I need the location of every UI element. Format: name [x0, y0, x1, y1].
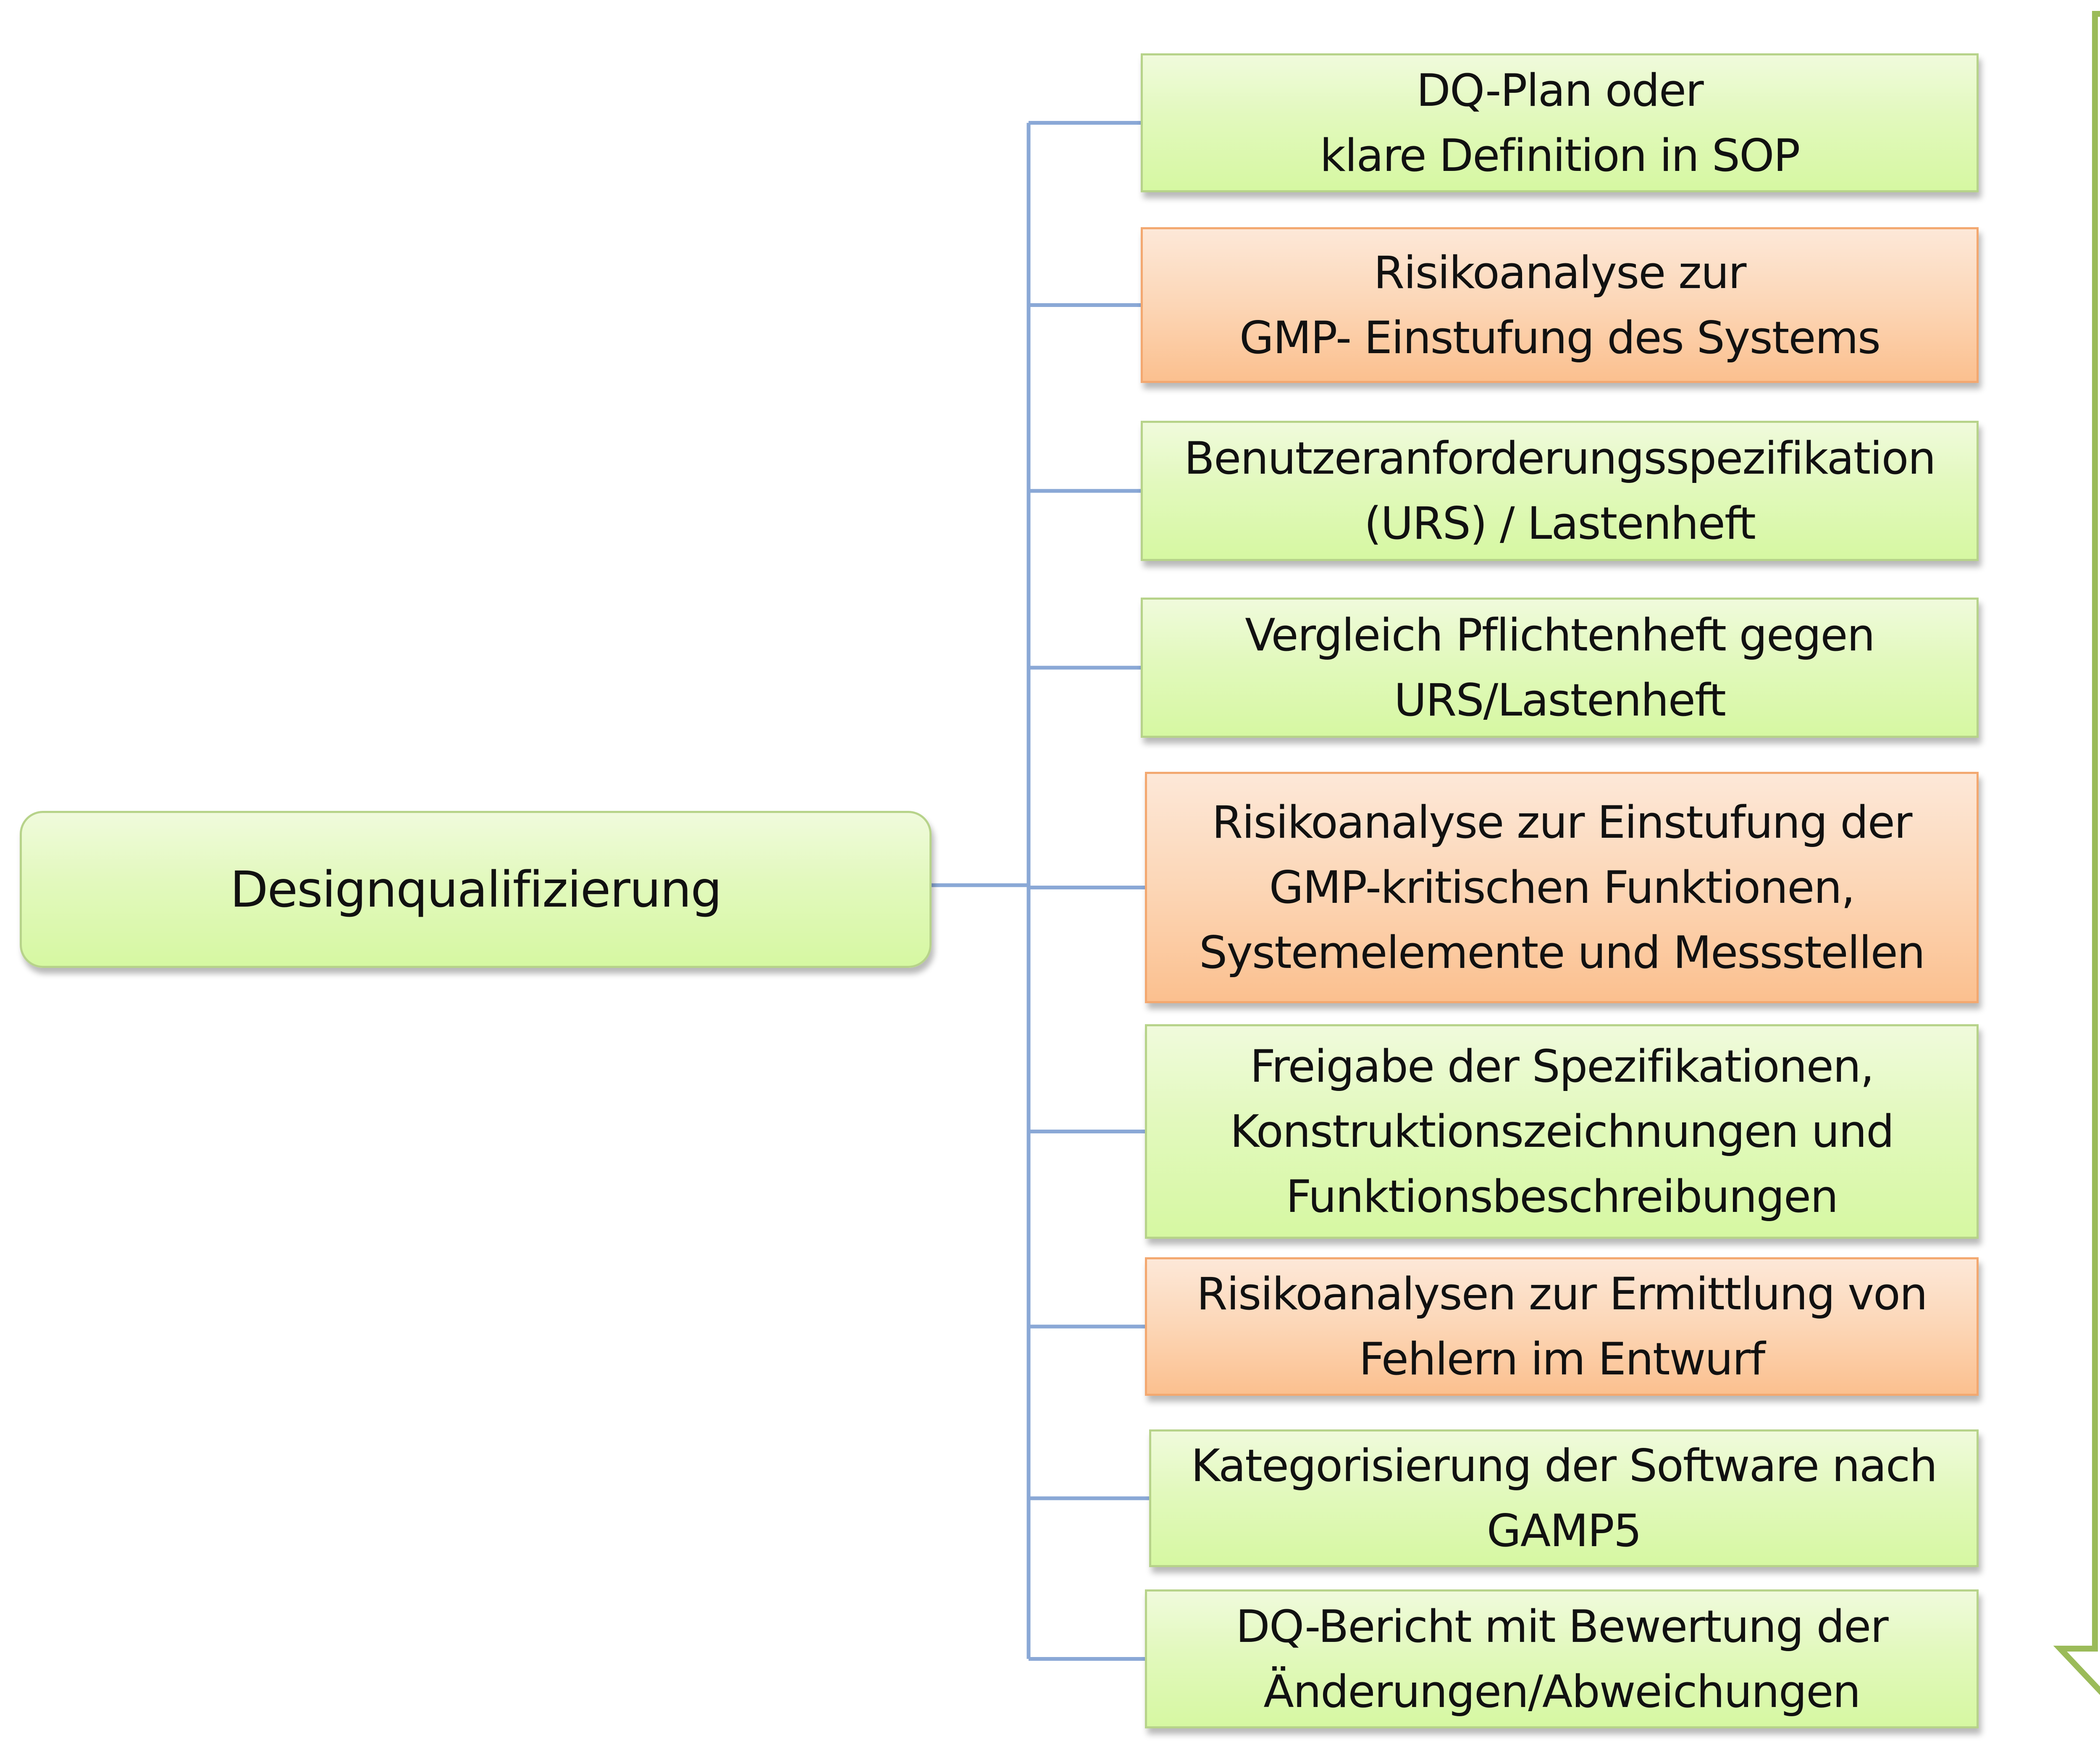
step-risikoanalysen-fehler-entwurf: Risikoanalysen zur Ermittlung von Fehler… [1145, 1257, 1979, 1396]
step-label: Risikoanalyse zur Einstufung der GMP-kri… [1199, 797, 1925, 978]
step-dq-plan: DQ-Plan oder klare Definition in SOP [1141, 53, 1979, 192]
step-label: DQ-Bericht mit Bewertung der Änderungen/… [1236, 1600, 1889, 1717]
traceability-arrow-icon [2053, 11, 2100, 1695]
step-urs-lastenheft: Benutzeranforderungsspezifikation (URS) … [1141, 421, 1979, 561]
step-label: Kategorisierung der Software nach GAMP5 [1191, 1440, 1938, 1557]
step-vergleich-pflichtenheft: Vergleich Pflichtenheft gegen URS/Lasten… [1141, 598, 1979, 738]
step-freigabe-spezifikationen: Freigabe der Spezifikationen, Konstrukti… [1145, 1024, 1979, 1239]
step-risikoanalyse-gmp-einstufung: Risikoanalyse zur GMP- Einstufung des Sy… [1141, 227, 1979, 383]
step-label: Risikoanalyse zur GMP- Einstufung des Sy… [1239, 246, 1881, 364]
root-node-label: Designqualifizierung [230, 860, 722, 918]
step-label: Freigabe der Spezifikationen, Konstrukti… [1230, 1041, 1895, 1222]
step-risikoanalyse-gmp-kritisch: Risikoanalyse zur Einstufung der GMP-kri… [1145, 772, 1979, 1003]
step-label: Risikoanalysen zur Ermittlung von Fehler… [1196, 1268, 1928, 1385]
step-label: Vergleich Pflichtenheft gegen URS/Lasten… [1245, 609, 1875, 726]
step-label: DQ-Plan oder klare Definition in SOP [1320, 64, 1801, 181]
step-label: Benutzeranforderungsspezifikation (URS) … [1184, 433, 1936, 549]
step-dq-bericht: DQ-Bericht mit Bewertung der Änderungen/… [1145, 1589, 1979, 1728]
root-node-designqualifizierung: Designqualifizierung [20, 811, 932, 968]
step-kategorisierung-gamp5: Kategorisierung der Software nach GAMP5 [1149, 1429, 1979, 1567]
